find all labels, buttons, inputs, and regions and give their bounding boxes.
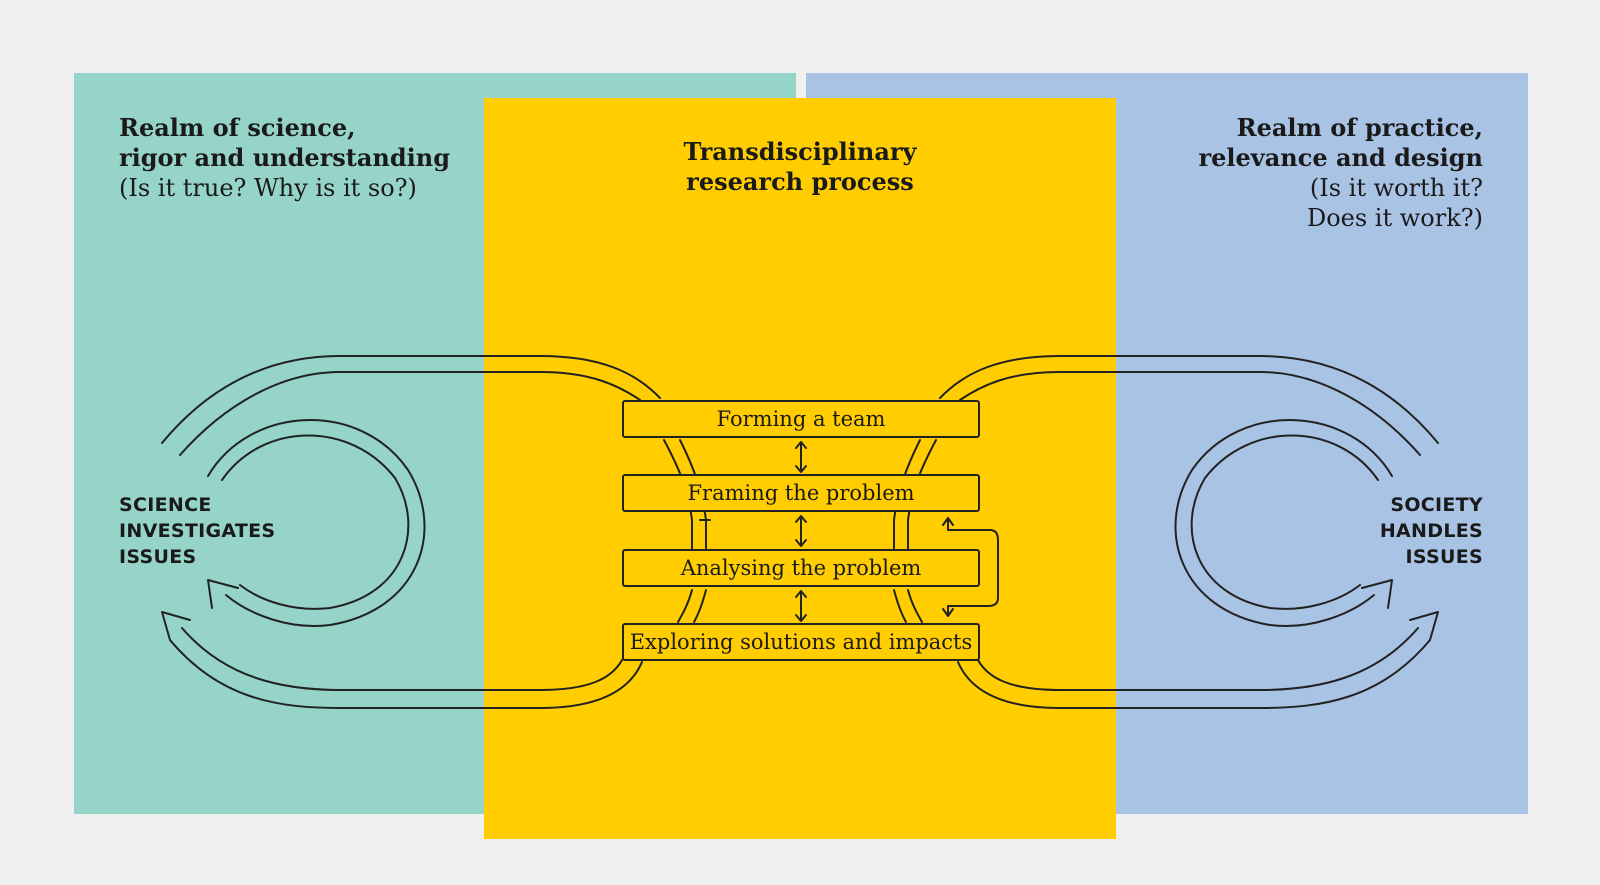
science-inner-arrowhead — [207, 579, 239, 609]
practice-question-line1: (Is it worth it? — [1309, 174, 1483, 202]
science-caption-line1: SCIENCE — [119, 494, 212, 516]
step-framing-problem: Framing the problem — [622, 474, 980, 512]
feedback-loop-arrow — [947, 519, 999, 615]
science-outer-arrowhead — [161, 611, 191, 641]
society-inner-ring — [1174, 419, 1393, 627]
science-outer-band-top — [161, 355, 661, 444]
society-caption-line1: SOCIETY — [1390, 494, 1483, 516]
science-inner-ring — [207, 419, 426, 627]
practice-realm-title: Realm of practice, relevance and design — [1198, 113, 1483, 173]
step-forming-team: Forming a team — [622, 400, 980, 438]
science-caption-line2: INVESTIGATES — [119, 520, 276, 542]
science-caption: SCIENCE INVESTIGATES ISSUES — [119, 492, 275, 570]
society-outer-band-bottom — [977, 627, 1419, 691]
science-title-line2: rigor and understanding — [119, 143, 451, 172]
science-outer-band-bottom — [181, 627, 623, 691]
society-inner-arrowhead — [1361, 579, 1393, 609]
practice-question-line2: Does it work?) — [1306, 204, 1483, 232]
arrow-step-1-2 — [795, 515, 807, 547]
society-outer-arrowhead — [1409, 611, 1439, 641]
society-caption-line2: HANDLES — [1379, 520, 1483, 542]
science-realm-question: (Is it true? Why is it so?) — [119, 174, 417, 202]
process-title-line2: research process — [686, 167, 914, 196]
science-realm-title: Realm of science, rigor and understandin… — [119, 113, 450, 173]
process-title-line1: Transdisciplinary — [683, 137, 917, 166]
society-caption-line3: ISSUES — [1405, 546, 1483, 568]
practice-title-line1: Realm of practice, — [1236, 113, 1483, 142]
practice-title-line2: relevance and design — [1198, 143, 1483, 172]
science-title-line1: Realm of science, — [119, 113, 356, 142]
arrow-step-0-1 — [795, 441, 807, 473]
arrow-step-2-3 — [795, 590, 807, 622]
step-analysing-problem: Analysing the problem — [622, 549, 980, 587]
science-caption-line3: ISSUES — [119, 546, 197, 568]
society-caption: SOCIETY HANDLES ISSUES — [1380, 492, 1483, 570]
society-outer-band-top — [939, 355, 1439, 444]
practice-realm-question: (Is it worth it? Does it work?) — [1307, 173, 1483, 233]
process-title: Transdisciplinary research process — [484, 137, 1116, 197]
step-exploring-solutions: Exploring solutions and impacts — [622, 623, 980, 661]
